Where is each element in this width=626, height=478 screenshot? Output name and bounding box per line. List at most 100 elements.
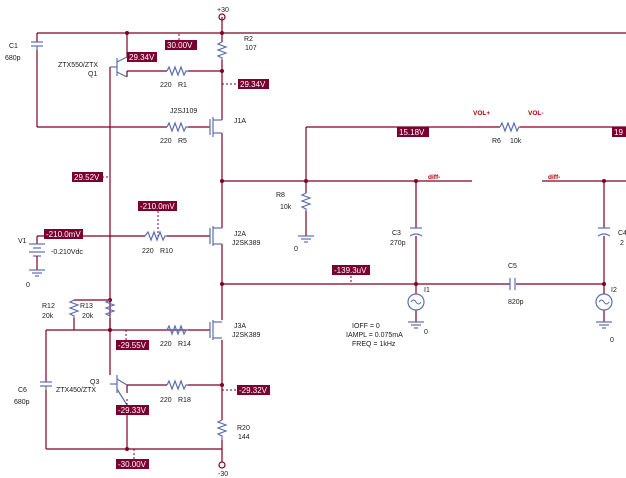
resistor-r18: 220 R18	[160, 379, 191, 404]
r1-value: 220	[160, 82, 172, 89]
voltage-label: 29.34V	[129, 53, 155, 62]
r14-ref: R14	[178, 341, 191, 348]
r12-ref: R12	[42, 303, 55, 310]
j2a-part: J2SK389	[232, 240, 261, 247]
capacitor-c5: C5 820p	[508, 263, 524, 306]
r10-ref: R10	[160, 248, 173, 255]
resistor-r1: 220 R1	[160, 65, 188, 89]
c4-ref: C4	[618, 230, 626, 237]
resistor-r14: 220 R14	[160, 324, 191, 348]
rail-terminal-neg: -30	[218, 461, 228, 478]
wires	[36, 17, 626, 462]
r6-ref: R6	[492, 138, 501, 145]
r1-ref: R1	[178, 82, 187, 89]
voltage-source-v1: V1 -0.210Vdc	[18, 236, 83, 270]
transistor-q1: ZTX550/ZTX Q1	[58, 56, 128, 78]
q3-ref: Q3	[90, 379, 99, 386]
c5-ref: C5	[508, 263, 517, 270]
j1a-ref: J1A	[234, 118, 246, 125]
v1-value: -0.210Vdc	[51, 249, 83, 256]
rail-pos-label: +30	[217, 7, 229, 14]
rail-neg-label: -30	[218, 471, 228, 478]
voltage-label: -30.00V	[118, 460, 147, 469]
r2-ref: R2	[244, 36, 253, 43]
voltage-label: -139.3uV	[334, 266, 367, 275]
r10-value: 220	[142, 248, 154, 255]
voltage-marker: -30.00V	[116, 449, 149, 469]
voltage-label: -29.32V	[239, 386, 268, 395]
jfet-j1a: J2SJ109 J1A	[170, 108, 246, 137]
net-label-diff-1: diff-	[428, 174, 440, 181]
voltage-marker: 15.18V	[397, 127, 429, 137]
net-label-vol-plus: VOL+	[473, 110, 490, 117]
r20-ref: R20	[237, 425, 250, 432]
ground-i2: 0	[596, 321, 614, 344]
capacitor-c1: C1 680p	[5, 41, 43, 62]
r8-value: 10k	[280, 204, 292, 211]
r8-ref: R8	[276, 192, 285, 199]
ground-v1: 0	[26, 269, 45, 289]
voltage-marker: -139.3uV	[332, 265, 370, 284]
current-source-i1: I1 IOFF = 0 IAMPL = 0.075mA FREQ = 1kHz	[346, 287, 430, 348]
r5-value: 220	[160, 138, 172, 145]
net-label-diff-2: diff-	[548, 174, 560, 181]
i1-freq: FREQ = 1kHz	[352, 341, 396, 348]
net-label-vol-minus: VOL-	[528, 110, 544, 117]
voltage-marker: -29.32V	[222, 385, 270, 395]
rail-terminal-pos: +30	[217, 7, 229, 21]
voltage-label: 29.52V	[74, 173, 100, 182]
transistor-q3: ZTX450/ZTX Q3	[56, 375, 128, 406]
ground-i1: 0	[408, 321, 428, 336]
i1-ref: I1	[424, 287, 430, 294]
q1-ref: Q1	[88, 71, 97, 78]
voltage-label: 15.18V	[399, 128, 425, 137]
capacitor-c6: C6 680p	[14, 381, 52, 406]
voltage-marker: 19	[612, 127, 626, 137]
jfet-j2a: J2A J2SK389	[209, 226, 261, 247]
resistor-r6: R6 10k	[492, 121, 522, 145]
r2-value: 107	[245, 45, 257, 52]
j3a-ref: J3A	[234, 323, 246, 330]
voltage-marker: -29.33V	[116, 399, 149, 415]
i2-ref: I2	[611, 287, 617, 294]
c4-value: 2	[620, 240, 624, 247]
q3-part: ZTX450/ZTX	[56, 387, 96, 394]
c3-value: 270p	[390, 240, 406, 247]
current-source-i2: I2	[595, 287, 617, 311]
voltage-marker: -210.0mV	[44, 229, 83, 239]
j2a-ref: J2A	[234, 231, 246, 238]
jfet-j3a: J3A J2SK389	[209, 320, 261, 340]
c6-value: 680p	[14, 399, 30, 406]
v1-ref: V1	[18, 238, 27, 245]
r13-value: 20k	[82, 313, 94, 320]
q1-part: ZTX550/ZTX	[58, 62, 98, 69]
voltage-marker: 29.52V	[72, 172, 110, 182]
r18-value: 220	[160, 397, 172, 404]
ground-r8: 0	[294, 235, 314, 253]
r5-ref: R5	[178, 138, 187, 145]
r13-ref: R13	[80, 303, 93, 310]
voltage-label: 19	[614, 128, 623, 137]
capacitor-c4: C4 2	[597, 227, 626, 247]
r14-value: 220	[160, 341, 172, 348]
c6-ref: C6	[18, 387, 27, 394]
resistor-r8: R8 10k	[276, 192, 312, 211]
voltage-marker: -29.55V	[116, 330, 149, 350]
junction-dots	[108, 31, 606, 451]
ground-i1-label: 0	[424, 329, 428, 336]
r18-ref: R18	[178, 397, 191, 404]
r12-value: 20k	[42, 313, 54, 320]
r20-value: 144	[238, 434, 250, 441]
resistor-r10: 220 R10	[142, 230, 173, 255]
voltage-label: -210.0mV	[46, 230, 81, 239]
r6-value: 10k	[510, 138, 522, 145]
c3-ref: C3	[392, 230, 401, 237]
resistor-r5: 220 R5	[160, 121, 188, 145]
voltage-marker: 29.34V	[222, 79, 269, 89]
resistor-r2: R2 107	[216, 36, 257, 60]
i1-iampl: IAMPL = 0.075mA	[346, 332, 403, 339]
capacitor-c3: C3 270p	[390, 227, 423, 247]
voltage-marker: 30.00V	[165, 33, 197, 50]
voltage-label: 30.00V	[167, 41, 193, 50]
